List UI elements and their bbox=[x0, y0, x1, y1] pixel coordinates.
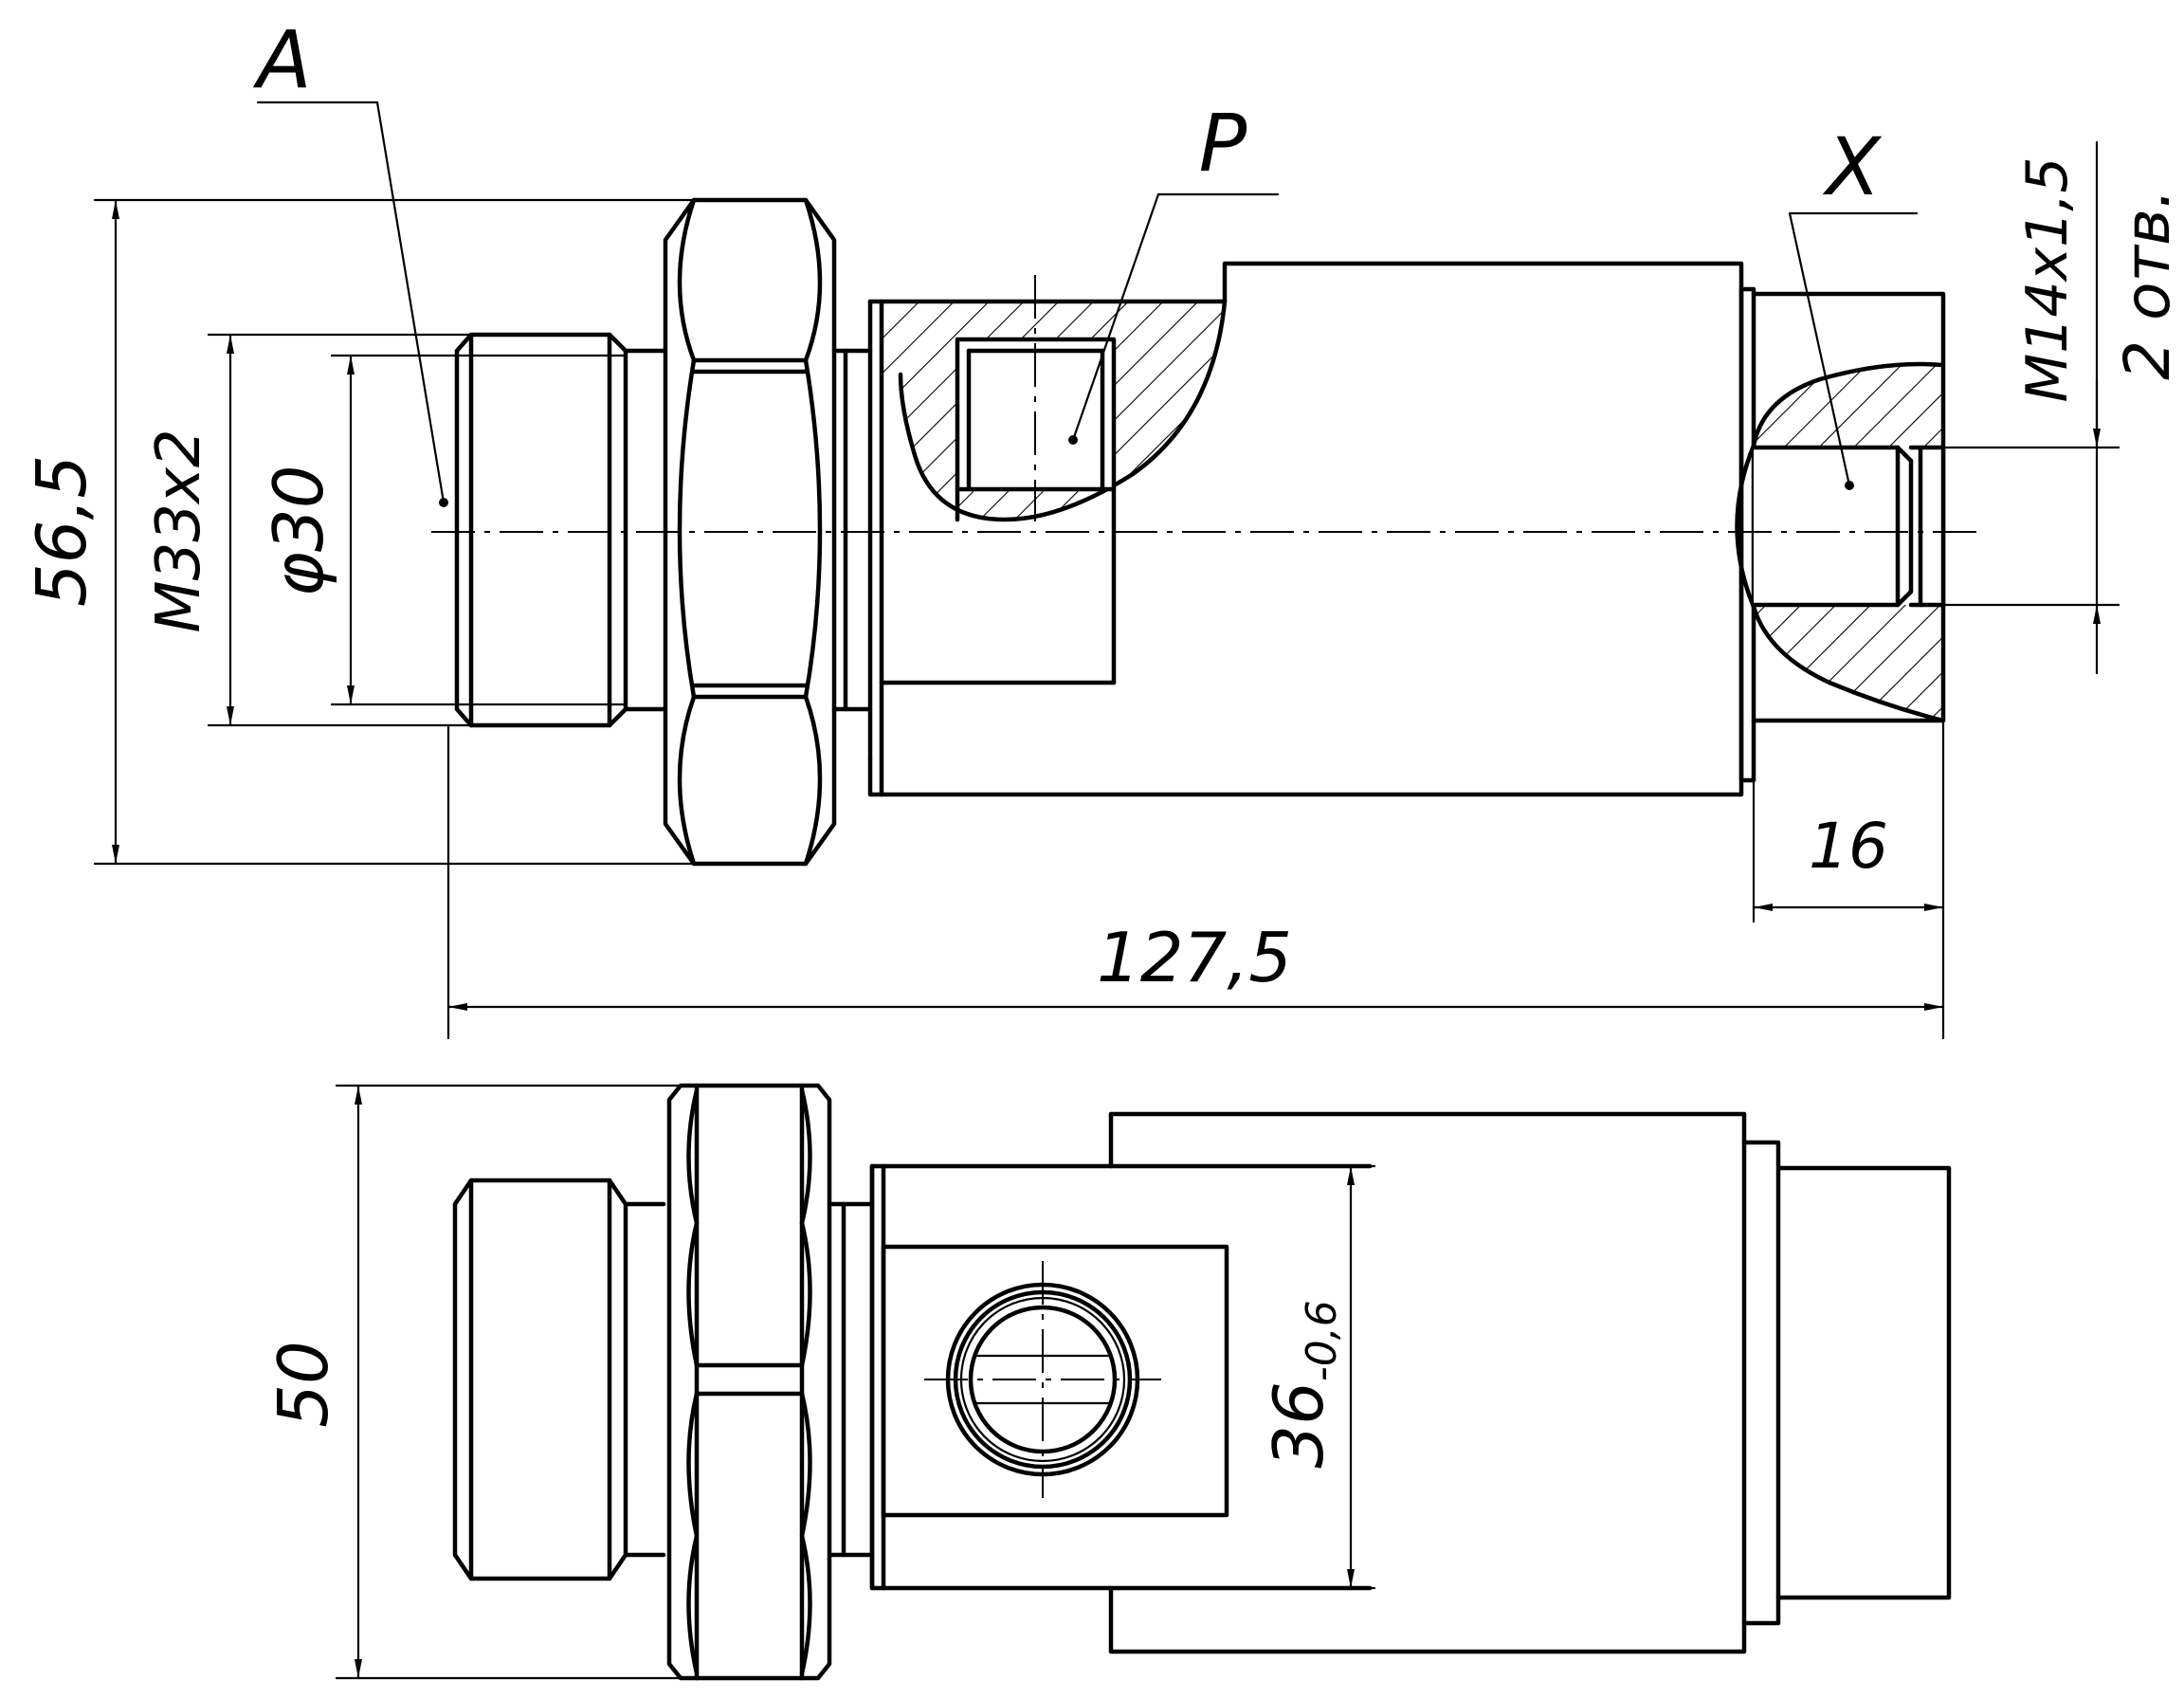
inlet-thread-a bbox=[454, 332, 666, 728]
top-view bbox=[431, 197, 1976, 867]
end-length-dimension-text: 16 bbox=[1809, 810, 1888, 883]
bottom-view-dimensions bbox=[335, 1084, 1376, 1680]
top-view-dimensions bbox=[93, 100, 2120, 1040]
holes-count-text: 2 отв. bbox=[2111, 189, 2184, 380]
end-cap-side bbox=[1741, 1140, 1952, 1626]
x-thread-dimension-text: M14x1,5 bbox=[2014, 156, 2081, 402]
body-width-tolerance: -0,6 bbox=[1298, 1300, 1346, 1381]
diameter-dimension-text: φ30 bbox=[259, 465, 338, 596]
body-width-dimension-text: 36-0,6 bbox=[1259, 1300, 1346, 1468]
height-dimension-text: 56,5 bbox=[22, 455, 101, 607]
overall-length-dimension-text: 127,5 bbox=[1097, 918, 1292, 997]
neck-side bbox=[827, 1163, 875, 1591]
end-cap-top bbox=[1735, 286, 1946, 783]
valve-body-top bbox=[867, 261, 1744, 797]
port-p-label: P bbox=[1199, 97, 1247, 190]
bottom-view bbox=[452, 1083, 1952, 1681]
neck-top bbox=[831, 299, 873, 761]
side-width-dimension-text: 50 bbox=[264, 1341, 343, 1428]
port-x-label: X bbox=[1822, 120, 1883, 213]
body-width-value: 36 bbox=[1259, 1381, 1338, 1469]
port-a-label: A bbox=[252, 13, 311, 106]
main-thread-dimension-text: M33x2 bbox=[144, 429, 214, 632]
inlet-thread-side bbox=[452, 1178, 666, 1581]
hex-nut-side bbox=[666, 1083, 832, 1681]
valve-body-side bbox=[869, 1111, 1747, 1654]
